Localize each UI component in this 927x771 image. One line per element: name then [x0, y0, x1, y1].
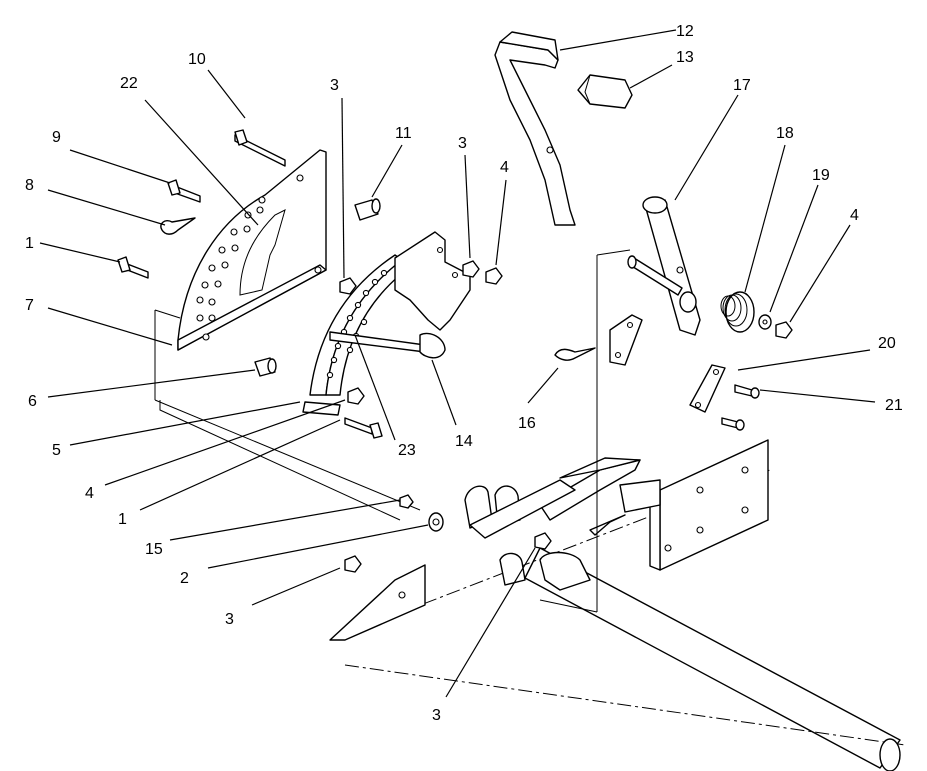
link-20	[689, 364, 760, 431]
spacer-6	[254, 357, 277, 377]
nut-3-shaft	[534, 532, 552, 550]
pedal-pad	[577, 74, 633, 109]
nut-3-upper	[339, 277, 357, 295]
callout-13: 13	[676, 49, 694, 66]
mounting-plate	[649, 439, 769, 571]
nut-4-right	[775, 321, 793, 339]
callout-21: 21	[885, 397, 903, 414]
callout-12: 12	[676, 23, 694, 40]
callout-18: 18	[776, 125, 794, 142]
pedal-arm	[494, 31, 576, 226]
callout-4-mid: 4	[500, 159, 509, 176]
callout-3-bottom: 3	[432, 707, 441, 724]
washer-2	[428, 512, 444, 532]
callout-8: 8	[25, 177, 34, 194]
sector-plate-holes	[196, 174, 322, 341]
lower-yoke	[499, 551, 591, 591]
callout-3-mid: 3	[458, 135, 467, 152]
callout-labels: 10 22 3 11 9 3 4 8 1 7 6 5 4 1 23 14 16 …	[25, 23, 903, 724]
bolt-9	[167, 179, 201, 203]
pin-part-14	[329, 331, 446, 359]
spacer-11	[354, 198, 381, 221]
main-shaft	[329, 469, 906, 771]
callout-17: 17	[733, 77, 751, 94]
callout-16: 16	[518, 415, 536, 432]
callout-20: 20	[878, 335, 896, 352]
sector-arc-holes	[326, 269, 388, 379]
callout-15: 15	[145, 541, 163, 558]
callout-3-lower: 3	[225, 611, 234, 628]
frame-bracket	[464, 457, 661, 539]
sector-plate	[177, 149, 327, 351]
callout-10: 10	[188, 51, 206, 68]
callout-5: 5	[52, 442, 61, 459]
callout-6: 6	[28, 393, 37, 410]
callout-4-lower: 4	[85, 485, 94, 502]
nut-4-mid	[485, 267, 503, 285]
alignment-lines	[154, 249, 631, 613]
bolt-1-lower	[344, 417, 383, 439]
callout-23: 23	[398, 442, 416, 459]
bolt-1-upper	[117, 256, 149, 279]
nut-15	[399, 494, 414, 509]
nut-4-lower	[347, 387, 365, 405]
cotter-8	[160, 217, 196, 235]
nut-3-lower	[344, 555, 362, 573]
callout-3-upper: 3	[330, 77, 339, 94]
callout-2: 2	[180, 570, 189, 587]
callout-11: 11	[395, 125, 412, 142]
callout-1-upper: 1	[25, 235, 34, 252]
link-16	[554, 314, 643, 366]
spring	[720, 291, 755, 333]
callout-7: 7	[25, 297, 34, 314]
callout-4-right: 4	[850, 207, 859, 224]
callout-9: 9	[52, 129, 61, 146]
lower-lever	[329, 564, 426, 641]
leader-lines	[39, 29, 876, 698]
bolt-10	[234, 129, 286, 167]
lever-link	[642, 196, 701, 336]
callout-14: 14	[455, 433, 473, 450]
callout-1-lower: 1	[118, 511, 127, 528]
pivot-pin	[627, 255, 683, 296]
callout-19: 19	[812, 167, 830, 184]
cam-plate	[394, 231, 471, 331]
callout-22: 22	[120, 75, 138, 92]
nut-3-mid	[462, 260, 480, 278]
washer-19	[758, 314, 772, 330]
sector-arc	[309, 254, 403, 396]
